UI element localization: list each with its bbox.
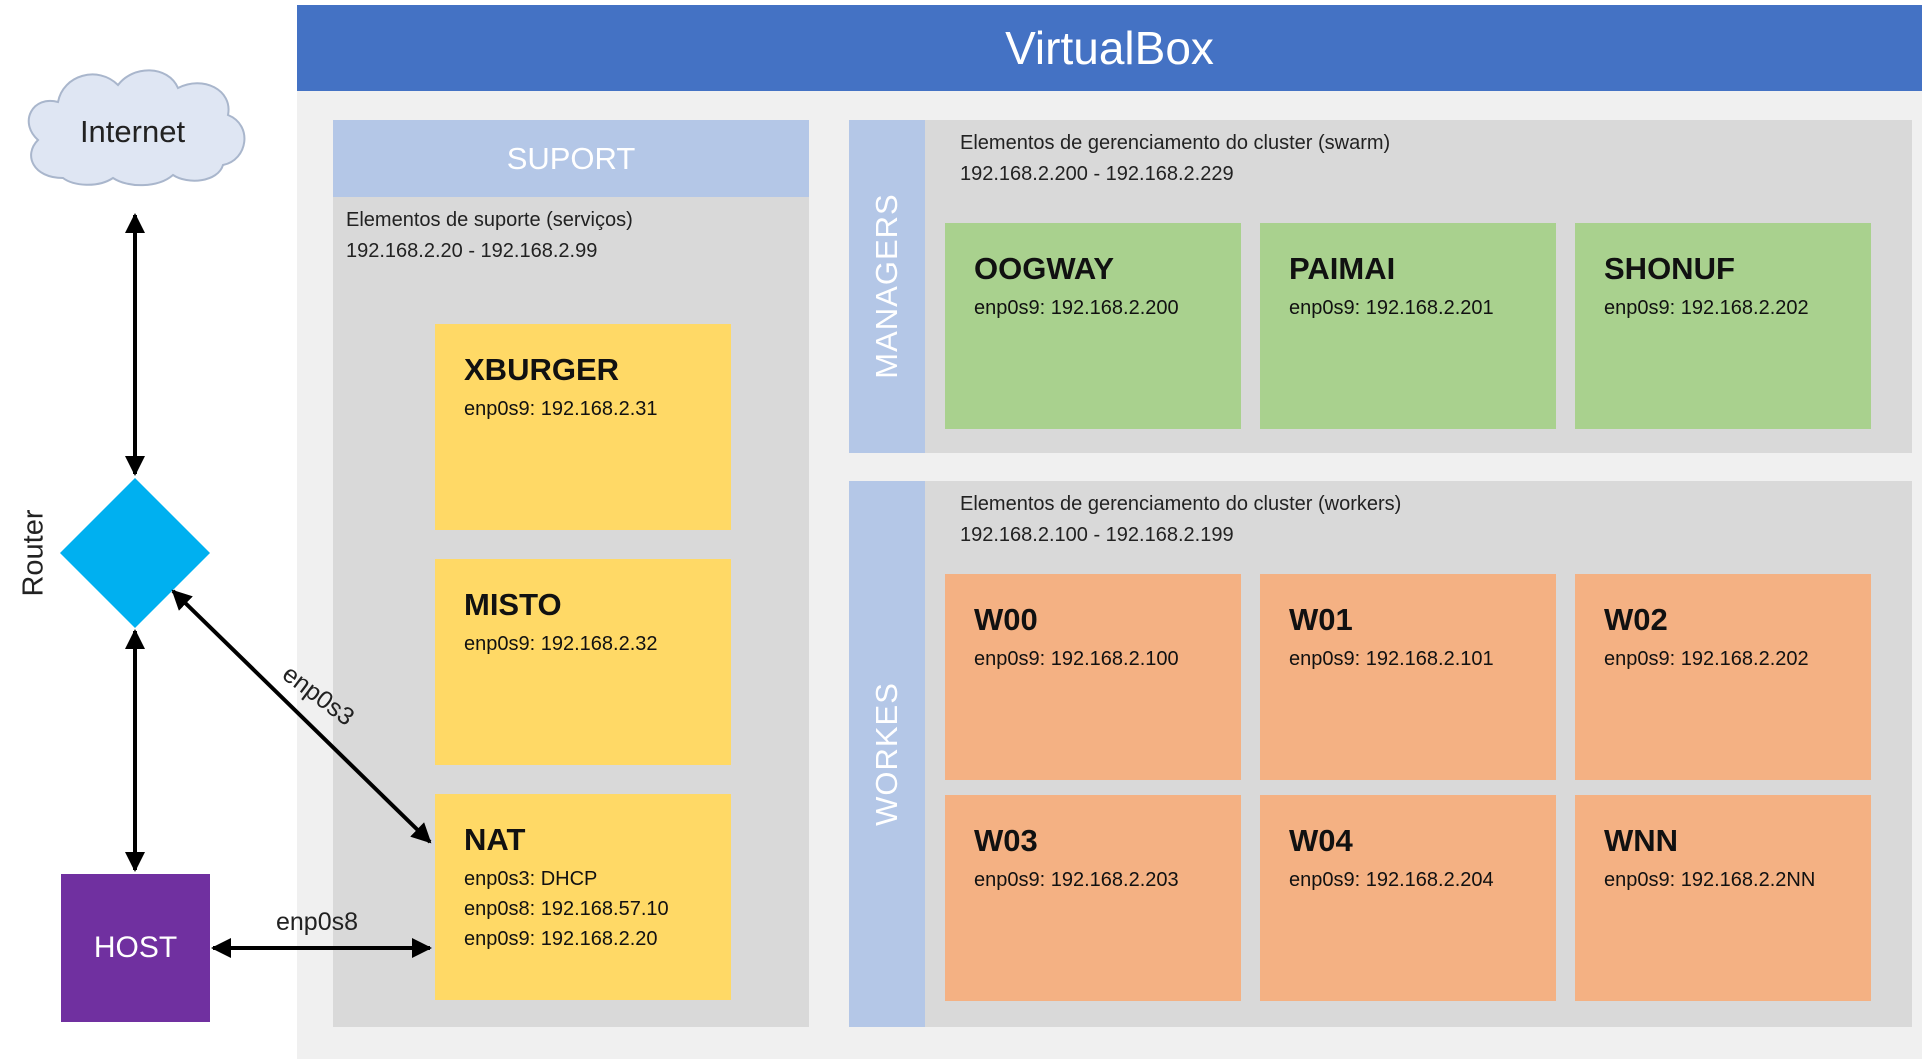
node-name: W00 <box>974 602 1038 637</box>
node-ip: enp0s9: 192.168.2.101 <box>1289 648 1494 670</box>
node-name: MISTO <box>464 587 562 622</box>
node-paimai[interactable]: PAIMAI enp0s9: 192.168.2.201 <box>1260 223 1556 429</box>
edge-label-enp0s8: enp0s8 <box>276 908 359 936</box>
node-xburger[interactable]: XBURGER enp0s9: 192.168.2.31 <box>435 324 731 530</box>
node-w02[interactable]: W02 enp0s9: 192.168.2.202 <box>1575 574 1871 780</box>
node-ip: enp0s9: 192.168.2.202 <box>1604 297 1809 319</box>
suport-header: SUPORT <box>333 120 809 197</box>
node-ip: enp0s9: 192.168.2.32 <box>464 633 658 655</box>
node-ip: enp0s9: 192.168.2.20 <box>464 928 658 950</box>
node-name: OOGWAY <box>974 251 1115 286</box>
node-shonuf[interactable]: SHONUF enp0s9: 192.168.2.202 <box>1575 223 1871 429</box>
node-name: W03 <box>974 823 1038 858</box>
node-ip: enp0s9: 192.168.2.31 <box>464 398 658 420</box>
node-name: XBURGER <box>464 352 620 387</box>
router-nat-link <box>171 589 432 844</box>
virtualbox-title: VirtualBox <box>1005 22 1214 74</box>
suport-desc-line: Elementos de suporte (serviços) <box>346 209 633 231</box>
node-ip: enp0s9: 192.168.2.201 <box>1289 297 1494 319</box>
managers-description: Elementos de gerenciamento do cluster (s… <box>960 128 1390 190</box>
node-ip: enp0s9: 192.168.2.203 <box>974 869 1179 891</box>
node-name: SHONUF <box>1604 251 1735 286</box>
virtualbox-header: VirtualBox <box>297 5 1922 91</box>
internet-cloud-icon <box>27 69 246 187</box>
node-ip: enp0s9: 192.168.2.100 <box>974 648 1179 670</box>
node-ip: enp0s9: 192.168.2.204 <box>1289 869 1494 891</box>
node-name: W02 <box>1604 602 1668 637</box>
suport-title: SUPORT <box>506 140 636 176</box>
node-w04[interactable]: W04 enp0s9: 192.168.2.204 <box>1260 795 1556 1001</box>
workers-desc-line: Elementos de gerenciamento do cluster (w… <box>960 493 1402 515</box>
node-w00[interactable]: W00 enp0s9: 192.168.2.100 <box>945 574 1241 780</box>
workers-description: Elementos de gerenciamento do cluster (w… <box>960 489 1401 551</box>
managers-band <box>849 120 925 453</box>
internet-label: Internet <box>79 114 186 149</box>
node-name: W01 <box>1289 602 1353 637</box>
node-ip: enp0s8: 192.168.57.10 <box>464 898 669 920</box>
workers-ip-range: 192.168.2.100 - 192.168.2.199 <box>960 524 1234 546</box>
node-oogway[interactable]: OOGWAY enp0s9: 192.168.2.200 <box>945 223 1241 429</box>
managers-ip-range: 192.168.2.200 - 192.168.2.229 <box>960 163 1234 185</box>
host-node[interactable]: HOST <box>61 874 210 1022</box>
node-name: NAT <box>464 822 526 857</box>
suport-description: Elementos de suporte (serviços) 192.168.… <box>346 205 633 267</box>
host-label: HOST <box>93 931 178 964</box>
node-w01[interactable]: W01 enp0s9: 192.168.2.101 <box>1260 574 1556 780</box>
managers-desc-line: Elementos de gerenciamento do cluster (s… <box>960 132 1391 154</box>
node-name: WNN <box>1604 823 1679 858</box>
suport-ip-range: 192.168.2.20 - 192.168.2.99 <box>346 240 598 262</box>
node-ip: enp0s3: DHCP <box>464 868 598 890</box>
node-nat[interactable]: NAT enp0s3: DHCP enp0s8: 192.168.57.10 e… <box>435 794 731 1000</box>
node-w03[interactable]: W03 enp0s9: 192.168.2.203 <box>945 795 1241 1001</box>
node-misto[interactable]: MISTO enp0s9: 192.168.2.32 <box>435 559 731 765</box>
workers-band <box>849 481 925 1027</box>
node-ip: enp0s9: 192.168.2.202 <box>1604 648 1809 670</box>
node-name: PAIMAI <box>1289 251 1396 286</box>
node-ip: enp0s9: 192.168.2.200 <box>974 297 1179 319</box>
node-ip: enp0s9: 192.168.2.2NN <box>1604 869 1816 891</box>
node-name: W04 <box>1289 823 1353 858</box>
node-wnn[interactable]: WNN enp0s9: 192.168.2.2NN <box>1575 795 1871 1001</box>
